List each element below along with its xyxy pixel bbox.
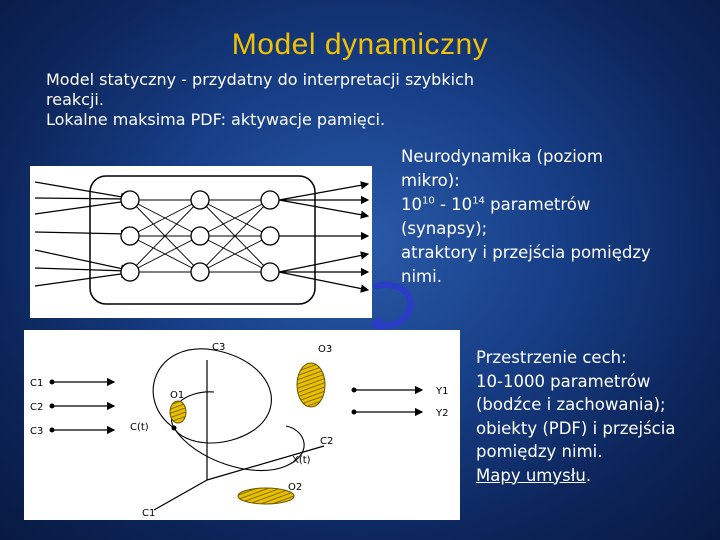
intro-line-3: Lokalne maksima PDF: aktywacje pamięci. — [46, 110, 386, 129]
neuro-params: 1010 - 1014 parametrów — [401, 193, 701, 217]
object-label-o1: O1 — [170, 390, 184, 401]
params-base-b: - 10 — [434, 195, 473, 214]
trajectory-label: X(t) — [292, 455, 311, 466]
axis-label-c1: C1 — [142, 508, 155, 519]
axis-label-c3: C3 — [212, 342, 225, 353]
neuro-line-5: atraktory i przejścia pomiędzy — [401, 243, 651, 262]
output-label-y1: Y1 — [435, 386, 448, 397]
intro-text: Model statyczny - przydatny do interpret… — [46, 70, 606, 130]
params-base-a: 10 — [401, 195, 422, 214]
neuro-line-1: Neurodynamika (poziom — [401, 147, 603, 166]
fs-line-4: obiekty (PDF) i przejścia — [476, 418, 676, 438]
c-t-label: C(t) — [130, 422, 149, 433]
object-o3-blob — [296, 362, 326, 408]
intro-line-2: reakcji. — [46, 90, 104, 109]
fs-line-1: Przestrzenie cech: — [476, 348, 627, 367]
fs-line-6: Mapy umysłu. — [476, 464, 711, 488]
neural-network-diagram — [30, 166, 372, 318]
neurodynamics-text: Neurodynamika (poziom mikro): 1010 - 101… — [401, 145, 701, 289]
params-exp-a: 10 — [422, 195, 435, 207]
current-state-point — [171, 425, 177, 431]
input-label-c1: C1 — [30, 378, 43, 389]
fs-line-5: pomiędzy nimi. — [476, 442, 603, 461]
object-label-o3: O3 — [318, 344, 332, 355]
neuro-line-6: nimi. — [401, 267, 442, 286]
object-label-o2: O2 — [288, 482, 302, 493]
feature-space-diagram: C3 C2 C1 C1 C2 C3 Y1 Y2 O3 O1 O2 — [24, 330, 460, 520]
mind-maps-link[interactable]: Mapy umysłu — [476, 465, 586, 485]
link-suffix: . — [585, 465, 592, 485]
params-exp-b: 14 — [472, 195, 485, 207]
fs-line-2: 10-1000 parametrów — [476, 371, 651, 391]
input-label-c2: C2 — [30, 402, 43, 413]
fs-line-3: (bodźce i zachowania); — [476, 395, 666, 414]
intro-line-1: Model statyczny - przydatny do interpret… — [46, 70, 474, 89]
input-label-c3: C3 — [30, 426, 43, 437]
feature-space-text: Przestrzenie cech: 10-1000 parametrów (b… — [476, 346, 711, 487]
object-o2-blob — [237, 487, 295, 505]
cycle-arrow-icon — [366, 278, 418, 338]
output-label-y2: Y2 — [435, 408, 448, 419]
object-o1-blob — [169, 400, 187, 424]
slide-title: Model dynamiczny — [231, 28, 489, 61]
neuro-line-4: (synapsy); — [401, 219, 488, 238]
neuro-line-2: mikro): — [401, 171, 460, 190]
params-tail: parametrów — [484, 195, 591, 214]
axis-label-c2: C2 — [320, 436, 333, 447]
